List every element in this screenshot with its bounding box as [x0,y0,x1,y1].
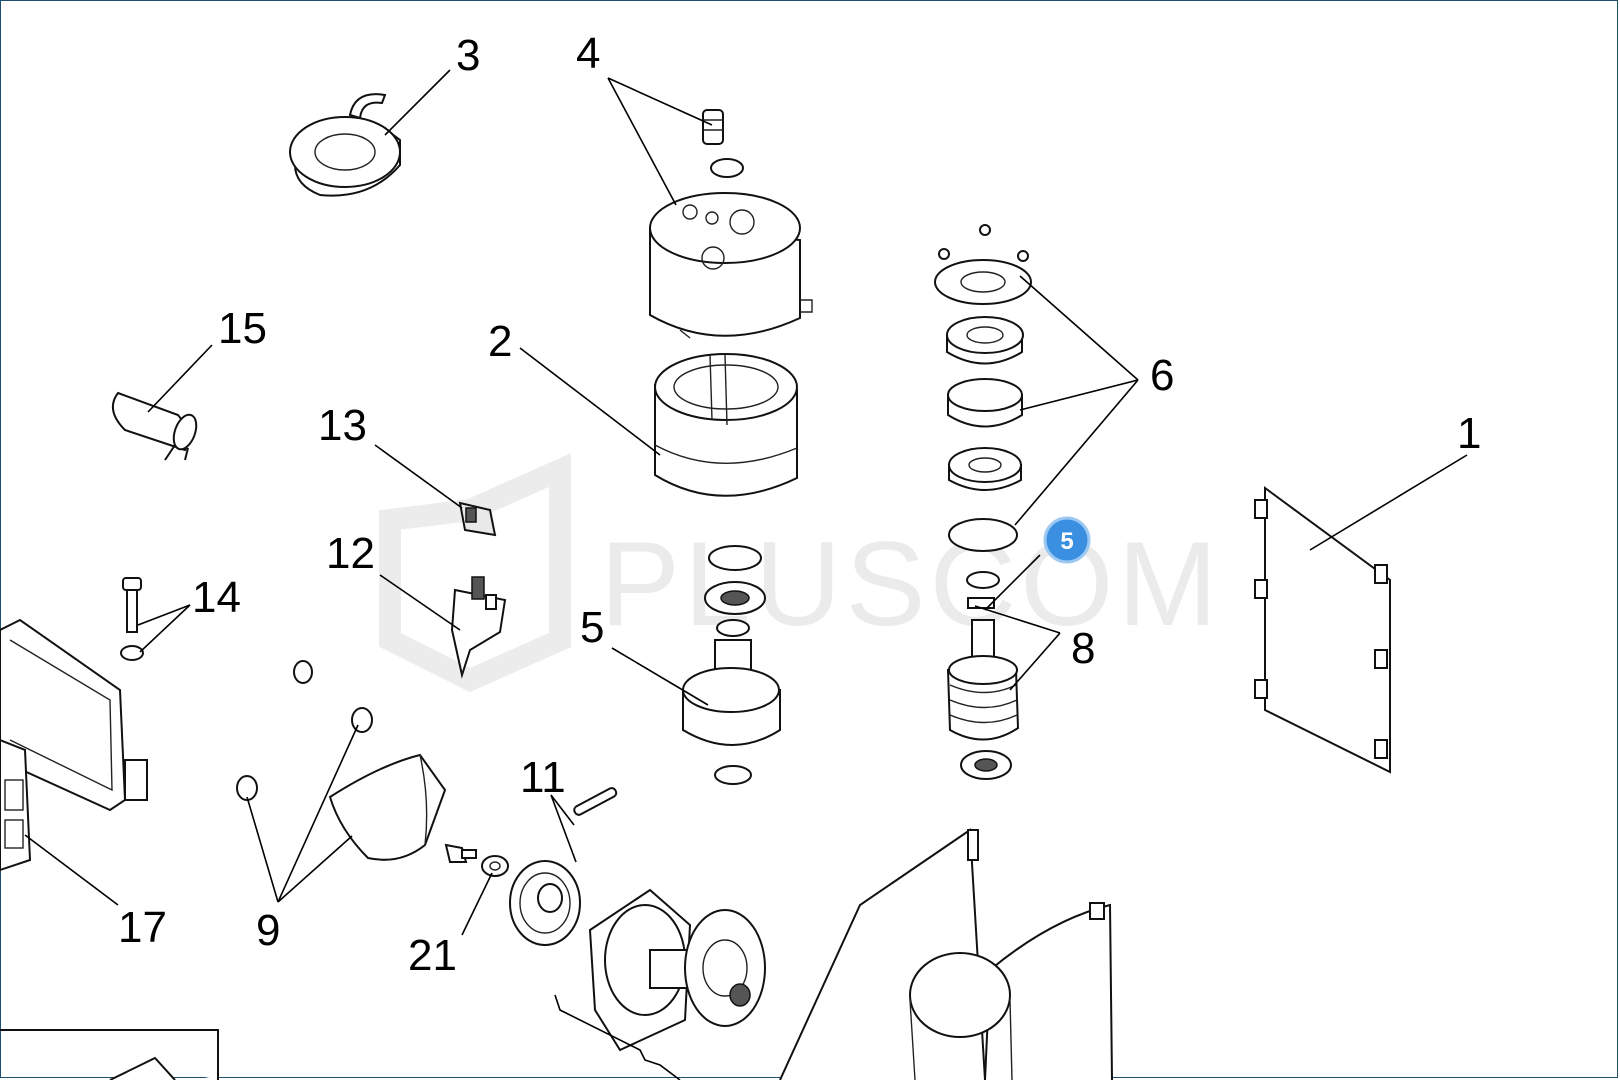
part-17-control-box[interactable] [0,618,148,872]
callout-11: 11 [520,753,566,802]
part-21-bolt[interactable] [444,843,509,877]
callout-8: 8 [1071,624,1095,673]
leader-lines [24,69,1468,936]
part-4-cable-gland[interactable] [702,109,744,178]
callout-5: 5 [580,603,604,652]
callout-15: 15 [218,304,267,353]
callout-17: 17 [118,903,167,952]
watermark-logo-icon [379,453,571,693]
part-1-cover-plate[interactable] [1254,486,1391,774]
callout-14: 14 [192,573,241,622]
part-9-cover[interactable] [328,753,447,861]
callout-12: 12 [326,529,375,578]
part-12-limit-switch[interactable] [450,576,507,679]
part-8-worm-shaft[interactable] [946,571,1020,780]
callout-1: 1 [1457,409,1481,458]
part-2-motor-housing[interactable] [649,192,813,339]
callout-6: 6 [1150,351,1174,400]
main-housing[interactable] [779,828,1113,1080]
callout-9: 9 [256,906,280,955]
watermark: PLUSCOM [379,453,1221,693]
part-14-screw[interactable] [120,577,144,661]
watermark-text: PLUSCOM [600,517,1221,651]
housing-fragment [109,1056,176,1080]
selection-marker-label: 5 [1060,528,1073,555]
part-11-pinion[interactable] [509,787,618,946]
callout-13: 13 [318,401,367,450]
callout-2: 2 [488,317,512,366]
callout-labels: 1 2 3 4 5 6 8 9 11 12 13 14 15 17 21 [118,29,1481,980]
selection-marker[interactable]: 5 [1043,516,1091,564]
housing-corner [0,1029,219,1080]
callout-3: 3 [456,31,480,80]
callout-21: 21 [408,931,457,980]
part-13-connector[interactable] [458,501,497,537]
part-3-encoder-ring[interactable] [289,93,401,197]
part-9-bushings[interactable] [236,660,373,801]
callout-4: 4 [576,29,600,78]
group-bracket [554,994,681,1080]
part-15-capacitor[interactable] [111,391,201,461]
gearbox-shaft-assembly[interactable] [588,888,766,1052]
part-6-bearing-stack[interactable] [934,224,1032,552]
part-2-stator[interactable] [654,353,798,497]
